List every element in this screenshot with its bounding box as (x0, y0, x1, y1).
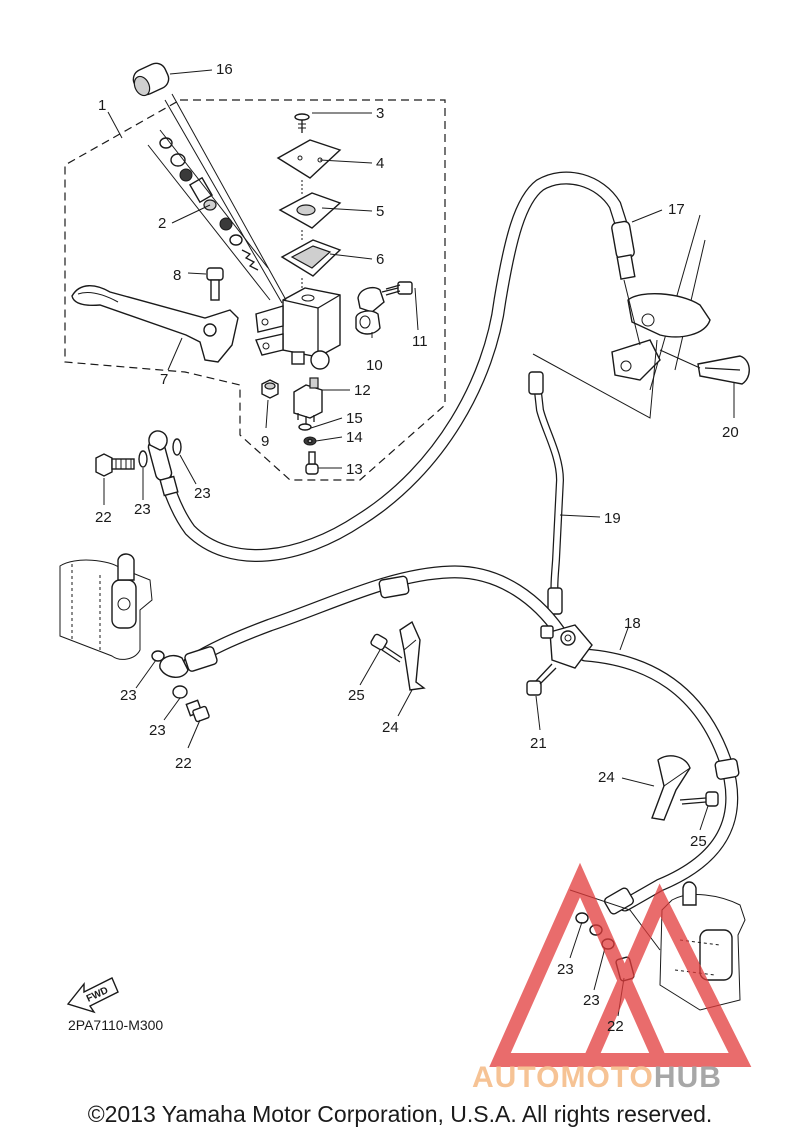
right-caliper-hose (578, 648, 740, 915)
callout-2: 2 (158, 215, 166, 232)
callout-23-f: 23 (583, 992, 600, 1009)
clamp-bolt (381, 281, 413, 296)
upper-banjo-fittings (95, 438, 182, 477)
master-cylinder-body (255, 287, 341, 370)
callout-24-a: 24 (382, 719, 399, 736)
part-code: 2PA7110-M300 (68, 1017, 163, 1033)
callout-25-b: 25 (690, 833, 707, 850)
watermark-suffix: HUB (654, 1061, 722, 1094)
callout-18: 18 (624, 615, 641, 632)
callout-25-a: 25 (348, 687, 365, 704)
callout-23-c: 23 (120, 687, 137, 704)
brake-pipe (528, 371, 565, 615)
callout-10: 10 (366, 357, 383, 374)
callout-22-c: 22 (607, 1018, 624, 1035)
callout-20: 20 (722, 424, 739, 441)
boot-rod (132, 62, 287, 304)
callout-23-d: 23 (149, 722, 166, 739)
reference-line (532, 339, 658, 419)
callout-19: 19 (604, 510, 621, 527)
callout-7: 7 (160, 371, 168, 388)
callout-3: 3 (376, 105, 384, 122)
callout-12: 12 (354, 382, 371, 399)
leader-lines (103, 69, 735, 1017)
callout-8: 8 (173, 267, 181, 284)
assembly-boundary (64, 99, 446, 481)
callout-1: 1 (98, 97, 106, 114)
left-caliper (59, 553, 153, 660)
callout-6: 6 (376, 251, 384, 268)
watermark-triangle-left (489, 862, 671, 1067)
watermark-logo: AUTOMOTOHUB (472, 1061, 722, 1094)
watermark: AUTOMOTOHUB (472, 862, 752, 1094)
callout-14: 14 (346, 429, 363, 446)
callout-13: 13 (346, 461, 363, 478)
callout-17: 17 (668, 201, 685, 218)
callout-22-a: 22 (95, 509, 112, 526)
callout-21: 21 (530, 735, 547, 752)
joint-bolt (526, 663, 557, 696)
brake-lever (71, 285, 239, 363)
switch-parts (261, 377, 323, 475)
piston-kit (147, 129, 271, 301)
callout-4: 4 (376, 155, 384, 172)
clamp-holder (355, 286, 385, 335)
callout-5: 5 (376, 203, 384, 220)
fork-bracket (611, 214, 750, 391)
callout-22-b: 22 (175, 755, 192, 772)
callout-numbers: 16 1 3 4 2 5 6 8 11 7 10 12 9 15 14 13 2… (95, 61, 739, 1035)
copyright-notice: ©2013 Yamaha Motor Corporation, U.S.A. A… (87, 1101, 713, 1127)
upper-brake-hose (147, 171, 636, 562)
reservoir-cap-group (276, 113, 342, 290)
callout-24-b: 24 (598, 769, 615, 786)
watermark-triangle-right (579, 883, 752, 1067)
right-caliper (659, 881, 746, 1011)
pivot-bolt (206, 267, 224, 301)
left-banjo-fittings (151, 650, 210, 723)
three-way-joint (540, 624, 593, 669)
callout-16: 16 (216, 61, 233, 78)
hose-guide-right (651, 755, 719, 821)
fwd-arrow-icon: FWD (66, 977, 119, 1014)
callout-15: 15 (346, 410, 363, 427)
callout-23-e: 23 (557, 961, 574, 978)
callout-23-b: 23 (194, 485, 211, 502)
hose-guide-middle (370, 620, 426, 691)
watermark-prefix: AUTOMOTO (472, 1061, 654, 1094)
callout-9: 9 (261, 433, 269, 450)
callout-11: 11 (412, 333, 428, 350)
callout-23-a: 23 (134, 501, 151, 518)
left-caliper-hose (159, 565, 572, 678)
